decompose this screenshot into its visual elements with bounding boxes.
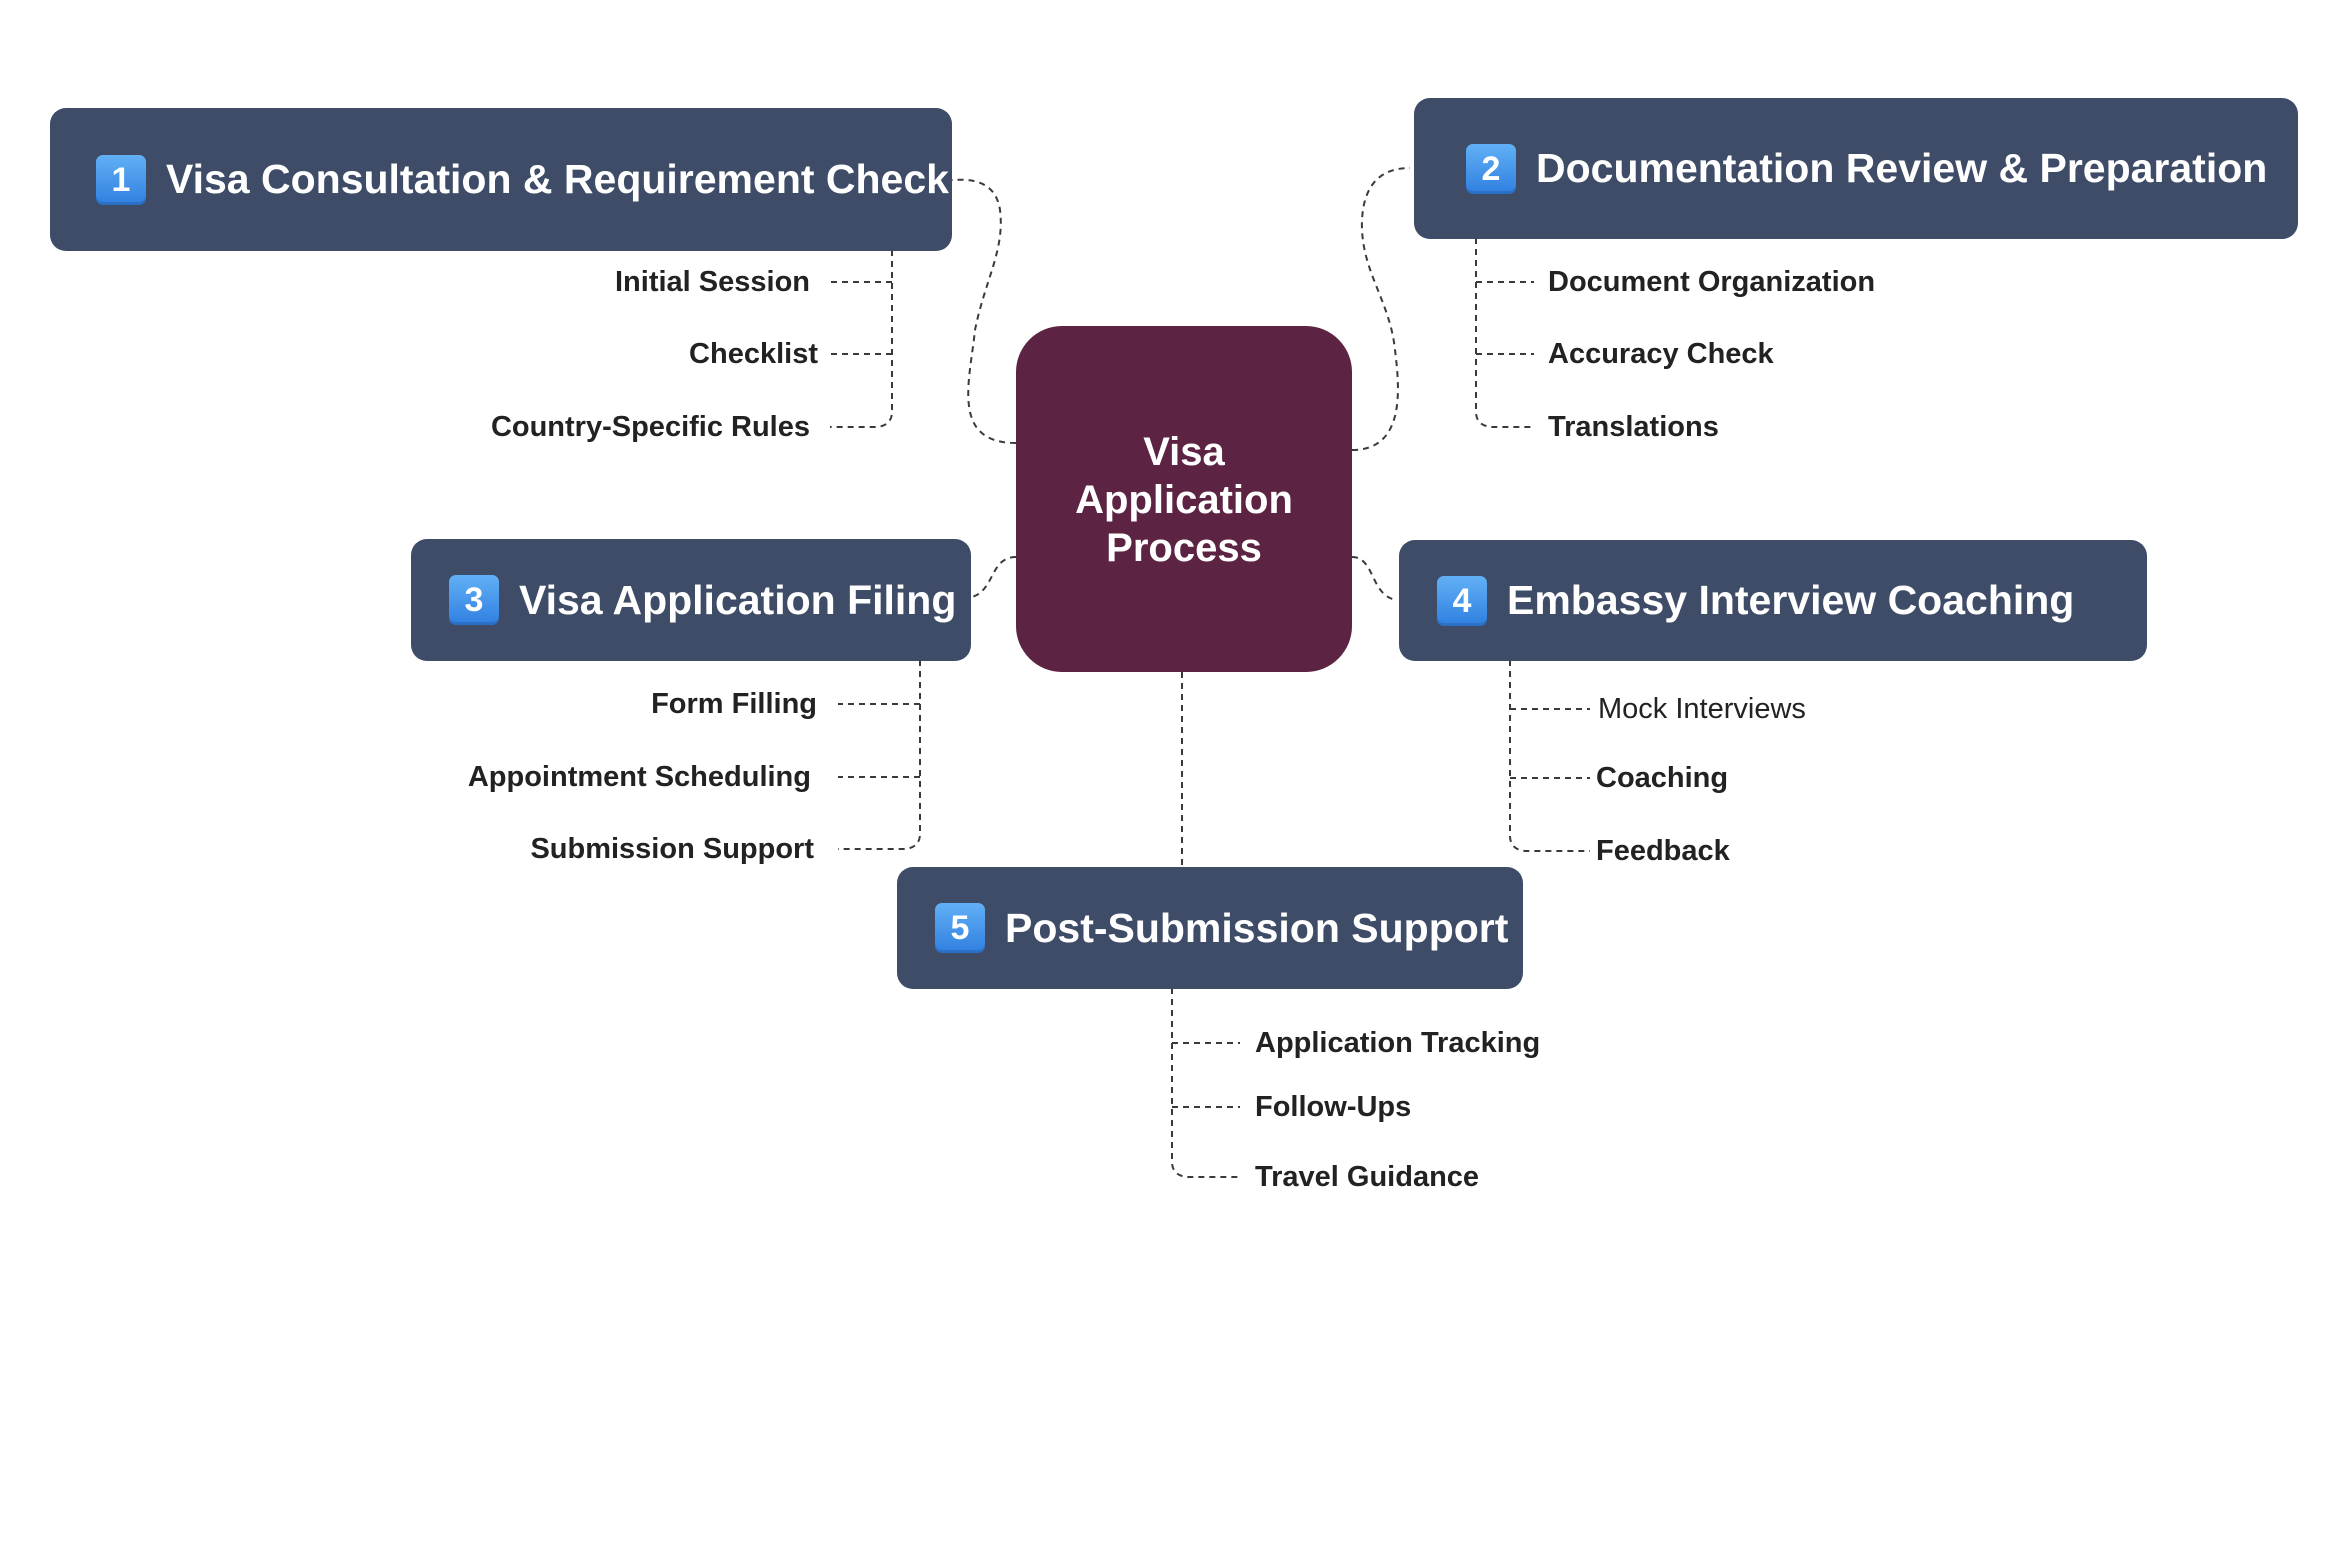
- number-badge-3-icon: 3: [449, 575, 499, 625]
- number-badge-2-icon: 2: [1466, 143, 1516, 194]
- branch-label-4: Embassy Interview Coaching: [1507, 577, 2075, 623]
- leaf-node: Coaching: [1596, 762, 1729, 794]
- center-line-2: Application: [1075, 478, 1293, 522]
- connector-branch-5-trunk: [1171, 988, 1240, 1178]
- connector-center-branch-1: [951, 178, 1017, 444]
- leaf-node: Accuracy Check: [1548, 338, 1774, 370]
- leaf-node: Country-Specific Rules: [490, 411, 810, 443]
- center-line-3: Process: [1106, 526, 1262, 570]
- leaf-node: Mock Interviews: [1598, 693, 1806, 725]
- leaf-node: Initial Session: [615, 266, 810, 298]
- branch-node-5: 5 Post-Submission Support: [897, 867, 1523, 989]
- leaf-node: Feedback: [1596, 835, 1730, 867]
- leaf-node: Travel Guidance: [1255, 1161, 1480, 1193]
- leaf-node: Follow-Ups: [1255, 1091, 1412, 1123]
- branch-node-1: 1 Visa Consultation & Requirement Check: [50, 108, 952, 251]
- leaf-node: Submission Support: [530, 833, 814, 865]
- connector-center-branch-2: [1351, 167, 1411, 451]
- leaf-node: Translations: [1548, 411, 1719, 443]
- branch-label-5: Post-Submission Support: [1005, 904, 1509, 951]
- number-badge-1-icon: 1: [96, 154, 146, 205]
- connector-branch-3-trunk: [838, 660, 921, 850]
- leaf-node: Checklist: [689, 338, 818, 370]
- connector-center-branch-3: [971, 556, 1017, 598]
- leaf-node: Form Filling: [651, 688, 817, 720]
- center-node: Visa Application Process: [1016, 326, 1352, 672]
- branch-node-3: 3 Visa Application Filing: [411, 539, 971, 661]
- branch-label-3: Visa Application Filing: [519, 576, 957, 623]
- branch-node-2: 2 Documentation Review & Preparation: [1414, 98, 2298, 239]
- branch-label-1: Visa Consultation & Requirement Check: [166, 156, 949, 202]
- center-line-1: Visa: [1143, 430, 1225, 474]
- branch-node-4: 4 Embassy Interview Coaching: [1399, 540, 2147, 661]
- number-badge-5-icon: 5: [935, 903, 985, 953]
- leaf-node: Appointment Scheduling: [467, 761, 811, 793]
- number-badge-4-icon: 4: [1437, 575, 1487, 626]
- leaf-node: Document Organization: [1548, 266, 1876, 298]
- connector-center-branch-4: [1351, 556, 1397, 601]
- connector-branch-2-trunk: [1475, 238, 1534, 428]
- branch-label-2: Documentation Review & Preparation: [1536, 145, 2268, 191]
- connector-branch-1-trunk: [830, 250, 893, 428]
- connector-branch-4-trunk: [1509, 660, 1590, 852]
- leaf-node: Application Tracking: [1255, 1027, 1541, 1059]
